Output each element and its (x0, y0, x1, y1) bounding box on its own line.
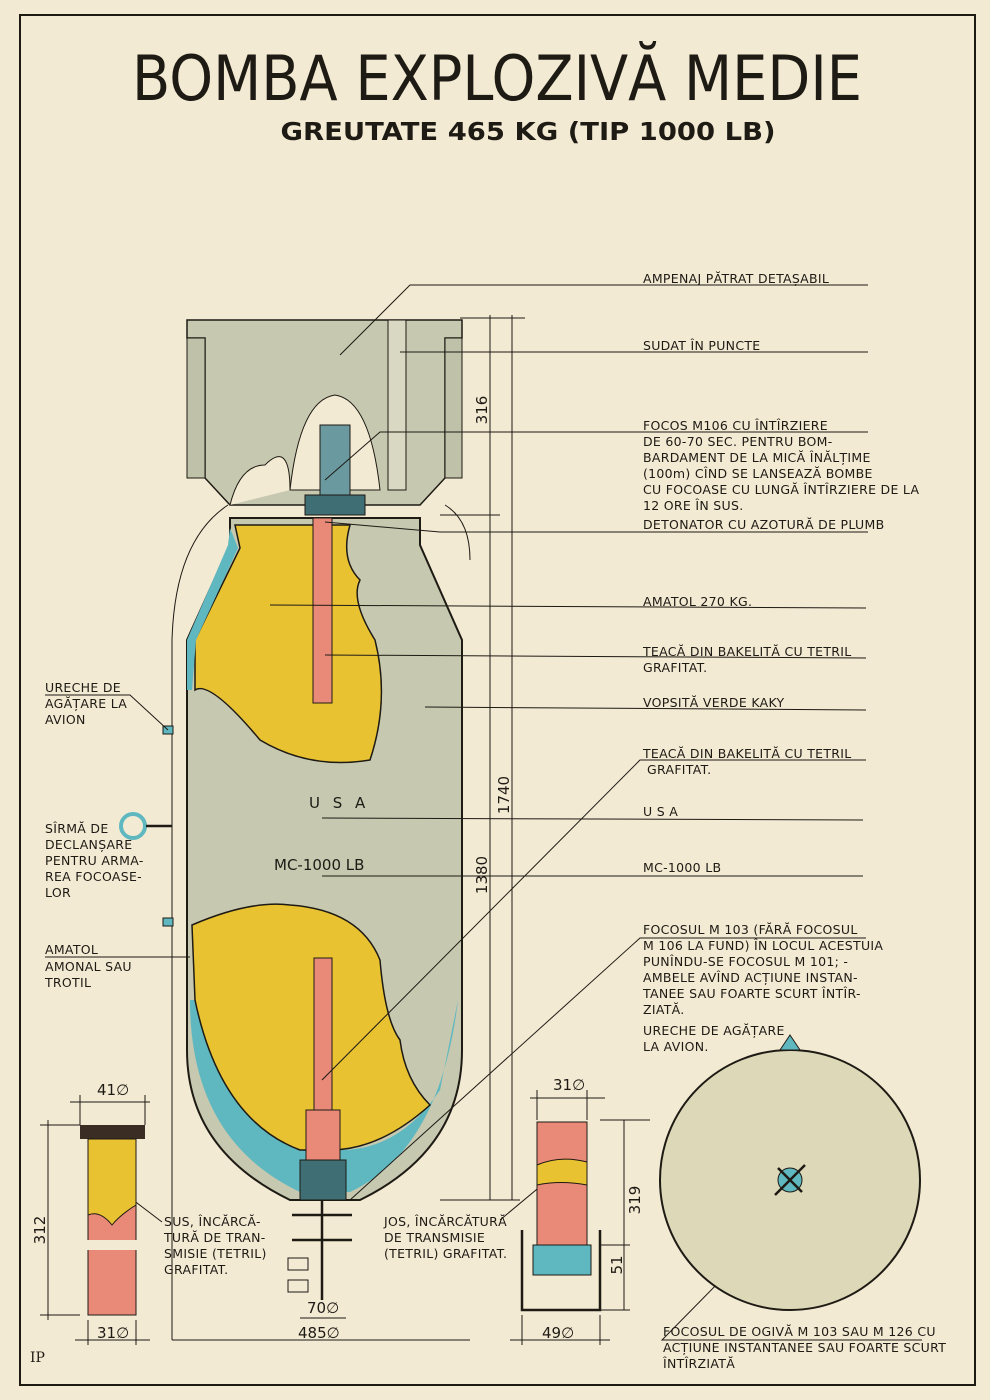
poster-title: BOMBA EXPLOZIVĂ MEDIE (132, 40, 862, 115)
label-teaca-1b: GRAFITAT. (643, 660, 707, 675)
poster-subtitle: GREUTATE 465 KG (TIP 1000 LB) (281, 117, 776, 146)
label-vopsita: VOPSITĂ VERDE KAKY (643, 695, 784, 710)
label-sudat: SUDAT ÎN PUNCTE (643, 338, 761, 353)
spot-weld-strip (387, 319, 407, 491)
bakelite-sheath-upper (312, 517, 333, 704)
label-sus: SUS, ÎNCĂRCĂ- TURĂ DE TRAN- SMISIE (TETR… (163, 1214, 267, 1277)
explosive-lower (191, 903, 432, 1151)
svg-text:M 106 LA FUND) ÎN LOCUL ACESTU: M 106 LA FUND) ÎN LOCUL ACESTUIA (643, 938, 883, 953)
svg-text:ÎNTÎRZIATĂ: ÎNTÎRZIATĂ (662, 1356, 735, 1371)
poster-border (19, 14, 976, 1386)
label-focos-m106: FOCOS M106 CU ÎNTÎRZIERE DE 60-70 SEC. P… (643, 418, 919, 513)
svg-text:DECLANȘARE: DECLANȘARE (45, 837, 132, 852)
label-detonator: DETONATOR CU AZOTURĂ DE PLUMB (643, 517, 884, 532)
label-usa: U S A (643, 804, 678, 819)
dim-485: 485∅ (298, 1324, 340, 1342)
bakelite-sheath-lower (313, 957, 333, 1111)
svg-text:DE 60-70 SEC. PENTRU BOM-: DE 60-70 SEC. PENTRU BOM- (643, 434, 833, 449)
nose-fuze-m103 (299, 1159, 347, 1201)
envelope-outline (171, 504, 471, 1340)
label-sirma: SÎRMĂ DE DECLANȘARE PENTRU ARMA- REA FOC… (45, 821, 144, 900)
svg-text:CU FOCOASE CU LUNGĂ ÎNTÎRZIERE: CU FOCOASE CU LUNGĂ ÎNTÎRZIERE DE LA (643, 482, 919, 497)
dim-51: 51 (608, 1255, 626, 1274)
detail-upper-booster (40, 1095, 150, 1345)
label-ogiva: FOCOSUL DE OGIVĂ M 103 SAU M 126 CU ACȚI… (662, 1324, 946, 1371)
svg-text:TURĂ DE TRAN-: TURĂ DE TRAN- (163, 1230, 266, 1245)
svg-text:FOCOS M106 CU ÎNTÎRZIERE: FOCOS M106 CU ÎNTÎRZIERE (643, 418, 828, 433)
publisher-logo: IP (30, 1350, 45, 1366)
svg-text:ACȚIUNE INSTANTANEE SAU FOARTE: ACȚIUNE INSTANTANEE SAU FOARTE SCURT (663, 1340, 946, 1355)
label-focosul-m103: FOCOSUL M 103 (FĂRĂ FOCOSUL M 106 LA FUN… (642, 922, 883, 1017)
svg-text:PENTRU ARMA-: PENTRU ARMA- (45, 853, 144, 868)
dim-316: 316 (473, 396, 491, 425)
svg-text:SUS, ÎNCĂRCĂ-: SUS, ÎNCĂRCĂ- (164, 1214, 261, 1229)
dim-1740: 1740 (495, 776, 513, 814)
svg-text:AMATOL: AMATOL (45, 942, 98, 957)
detail-lower-booster (510, 1090, 650, 1345)
label-amatol-270: AMATOL 270 KG. (643, 594, 752, 609)
label-jos: JOS, ÎNCĂRCĂTURĂ DE TRANSMISIE (TETRIL) … (383, 1214, 507, 1261)
svg-text:SMISIE (TETRIL): SMISIE (TETRIL) (164, 1246, 267, 1261)
svg-text:AVION: AVION (45, 712, 86, 727)
dim-319: 319 (626, 1186, 644, 1215)
svg-text:AMBELE AVÎND ACȚIUNE INSTAN-: AMBELE AVÎND ACȚIUNE INSTAN- (643, 970, 858, 985)
svg-text:FOCOSUL M 103 (FĂRĂ FOCOSUL: FOCOSUL M 103 (FĂRĂ FOCOSUL (643, 922, 858, 937)
svg-text:ZIATĂ.: ZIATĂ. (643, 1002, 685, 1017)
label-teaca-2b: GRAFITAT. (647, 762, 711, 777)
svg-text:TROTIL: TROTIL (44, 975, 91, 990)
tail-fin-assembly (186, 319, 463, 516)
dim-70: 70∅ (307, 1299, 339, 1317)
label-mc: MC-1000 LB (643, 860, 721, 875)
svg-text:JOS, ÎNCĂRCĂTURĂ: JOS, ÎNCĂRCĂTURĂ (383, 1214, 507, 1229)
svg-text:TANEE SAU FOARTE SCURT ÎNTÎR-: TANEE SAU FOARTE SCURT ÎNTÎR- (642, 986, 861, 1001)
label-ureche-right: URECHE DE AGĂȚARE (643, 1023, 785, 1038)
dim-31-mid: 31∅ (553, 1076, 585, 1094)
nose-fuze-stem (292, 1200, 352, 1300)
svg-text:LOR: LOR (45, 885, 71, 900)
label-ureche-right-b: LA AVION. (643, 1039, 709, 1054)
body-mark-mc: MC-1000 LB (274, 856, 364, 874)
svg-text:FOCOSUL DE OGIVĂ M 103 SAU M: FOCOSUL DE OGIVĂ M 103 SAU M 126 CU (663, 1324, 936, 1339)
dim-49: 49∅ (542, 1324, 574, 1342)
explosive-upper (194, 524, 383, 764)
label-teaca-1: TEACĂ DIN BAKELITĂ CU TETRIL (642, 644, 852, 659)
svg-text:REA FOCOASE-: REA FOCOASE- (45, 869, 142, 884)
suspension-lug-lower (162, 917, 174, 927)
dim-1380: 1380 (473, 856, 491, 894)
svg-text:(TETRIL) GRAFITAT.: (TETRIL) GRAFITAT. (384, 1246, 507, 1261)
svg-text:URECHE DE: URECHE DE (45, 680, 121, 695)
body-mark-usa: U S A (309, 794, 369, 812)
arming-wire-ring (119, 812, 147, 840)
svg-text:PUNÎNDU-SE FOCOSUL M 101; -: PUNÎNDU-SE FOCOSUL M 101; - (643, 954, 848, 969)
label-amatol-left: AMATOL AMONAL SAU TROTIL (44, 942, 132, 990)
label-ureche-left: URECHE DE AGĂȚARE LA AVION (45, 680, 127, 727)
bomb-front-view (659, 1034, 921, 1311)
leader-lines (45, 284, 922, 1341)
svg-text:DE TRANSMISIE: DE TRANSMISIE (384, 1230, 485, 1245)
dim-312: 312 (31, 1216, 49, 1245)
svg-text:12 ORE ÎN SUS.: 12 ORE ÎN SUS. (643, 498, 743, 513)
svg-text:SÎRMĂ DE: SÎRMĂ DE (45, 821, 109, 836)
dim-41: 41∅ (97, 1081, 129, 1099)
svg-text:AMONAL SAU: AMONAL SAU (45, 959, 132, 974)
svg-text:AGĂȚARE LA: AGĂȚARE LA (45, 696, 127, 711)
svg-text:BARDAMENT DE LA MICĂ ÎNĂLȚIME: BARDAMENT DE LA MICĂ ÎNĂLȚIME (643, 450, 871, 465)
dim-31-left: 31∅ (97, 1324, 129, 1342)
svg-text:(100m) CÎND SE LANSEAZĂ BOMBE: (100m) CÎND SE LANSEAZĂ BOMBE (643, 466, 873, 481)
svg-text:GRAFITAT.: GRAFITAT. (164, 1262, 228, 1277)
label-teaca-2: TEACĂ DIN BAKELITĂ CU TETRIL (642, 746, 852, 761)
bomb-lining-nose (190, 1000, 458, 1192)
label-ampenaj: AMPENAJ PĂTRAT DETAȘABIL (643, 271, 829, 286)
